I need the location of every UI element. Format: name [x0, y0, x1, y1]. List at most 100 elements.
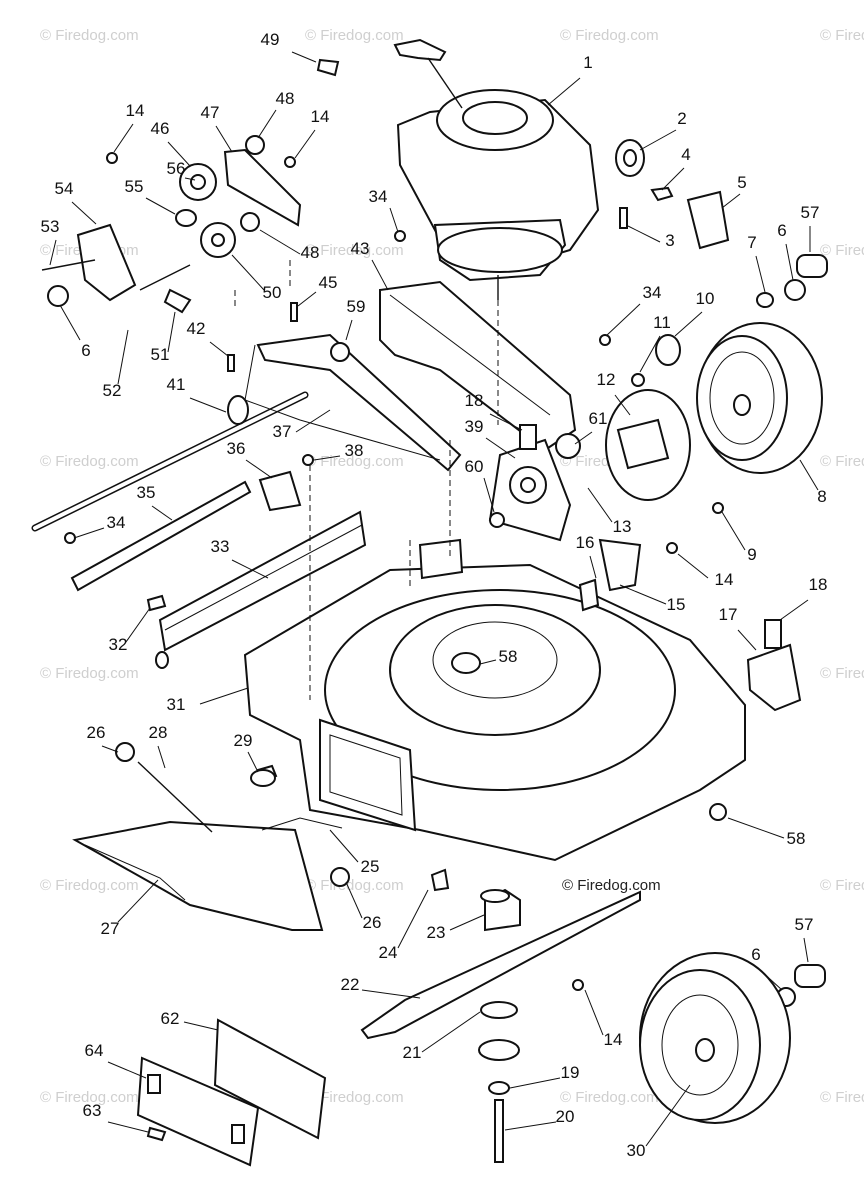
watermark-text: © Firedog.com [305, 877, 404, 894]
rear-wheel [696, 322, 823, 474]
bracket-plate [258, 470, 302, 512]
alignment-lines [234, 260, 499, 700]
part-callout-61: 61 [589, 409, 608, 428]
watermark-text: © Firedog.com [40, 27, 139, 44]
part-callout-31: 31 [167, 695, 186, 714]
part-callout-47: 47 [201, 103, 220, 122]
part-callout-14: 14 [126, 101, 145, 120]
leader-line [389, 207, 399, 233]
leader-line [345, 881, 363, 919]
leader-line [785, 243, 794, 281]
leader-line [107, 1121, 149, 1133]
part-callout-56: 56 [167, 159, 186, 178]
part-callout-8: 8 [817, 487, 826, 506]
part-callout-34: 34 [643, 283, 662, 302]
part-callout-39: 39 [465, 417, 484, 436]
front-wheel [639, 952, 791, 1124]
leader-line [584, 989, 604, 1036]
part-callout-3: 3 [665, 231, 674, 250]
leader-line [73, 527, 105, 539]
mulch-plates [136, 1018, 327, 1167]
leader-line [167, 311, 176, 353]
leader-line [489, 413, 523, 431]
part-callout-64: 64 [85, 1041, 104, 1060]
leader-line [313, 455, 341, 461]
leader-line [639, 129, 677, 151]
part-callout-27: 27 [101, 919, 120, 938]
watermark-text: © Firedog.com [305, 242, 404, 259]
watermark-text: © Firedog.com [40, 1089, 139, 1106]
watermark-text: © Firedog.com [820, 665, 864, 682]
part-callout-16: 16 [576, 533, 595, 552]
leader-line [799, 459, 819, 491]
part-callout-48: 48 [301, 243, 320, 262]
leader-line [737, 629, 757, 651]
part-callout-1: 1 [583, 53, 592, 72]
leader-line [587, 487, 613, 523]
leader-line [291, 51, 317, 63]
leader-line [677, 553, 709, 579]
leader-line [257, 109, 277, 139]
part-callout-34: 34 [107, 513, 126, 532]
watermark-text: © Firedog.com [820, 877, 864, 894]
leader-line [661, 167, 685, 191]
part-callout-22: 22 [341, 975, 360, 994]
leader-line [547, 77, 581, 106]
leader-line [639, 335, 661, 373]
part-callout-37: 37 [273, 422, 292, 441]
leader-line [361, 989, 421, 999]
part-callout-30: 30 [627, 1141, 646, 1160]
leader-line [779, 599, 809, 621]
watermark-text: © Firedog.com [560, 1089, 659, 1106]
leader-lines [49, 51, 819, 1147]
part-callout-13: 13 [613, 517, 632, 536]
leader-line [294, 129, 316, 159]
watermark-text: © Firedog.com [305, 1089, 404, 1106]
part-callout-43: 43 [351, 239, 370, 258]
part-callout-24: 24 [379, 943, 398, 962]
leader-line [231, 254, 265, 291]
part-callout-50: 50 [263, 283, 282, 302]
part-callout-51: 51 [151, 345, 170, 364]
leader-line [125, 607, 151, 643]
watermark-text: © Firedog.com [305, 27, 404, 44]
bushings [756, 254, 828, 1007]
leader-line [483, 477, 495, 513]
watermark-text: © Firedog.com [820, 27, 864, 44]
drive-bracket [488, 433, 581, 542]
part-callout-58: 58 [499, 647, 518, 666]
leader-line [727, 817, 785, 839]
part-callout-62: 62 [161, 1009, 180, 1028]
leader-line [297, 291, 317, 307]
height-adjuster [519, 424, 802, 712]
part-callout-18: 18 [465, 391, 484, 410]
part-callout-6: 6 [751, 945, 760, 964]
leader-line [145, 197, 176, 215]
leader-line [184, 177, 196, 181]
part-callout-5: 5 [737, 173, 746, 192]
part-callout-10: 10 [696, 289, 715, 308]
part-callout-45: 45 [319, 273, 338, 292]
leader-line [209, 341, 229, 357]
leader-line [345, 319, 353, 341]
watermark-text: © Firedog.com [40, 453, 139, 470]
leader-line [113, 123, 134, 153]
leader-line [619, 584, 667, 605]
leader-line [721, 193, 741, 209]
part-callout-35: 35 [137, 483, 156, 502]
leader-line [589, 555, 597, 579]
leader-line [157, 745, 166, 769]
leader-line [605, 303, 641, 337]
leader-line [231, 559, 269, 579]
leader-line [397, 889, 429, 949]
leader-line [151, 505, 173, 521]
leader-line [199, 687, 249, 705]
part-callout-48: 48 [276, 89, 295, 108]
part-callout-32: 32 [109, 635, 128, 654]
leader-line [71, 201, 97, 225]
leader-line [167, 141, 191, 167]
part-callout-26: 26 [363, 913, 382, 932]
hinge-rods [70, 480, 367, 669]
